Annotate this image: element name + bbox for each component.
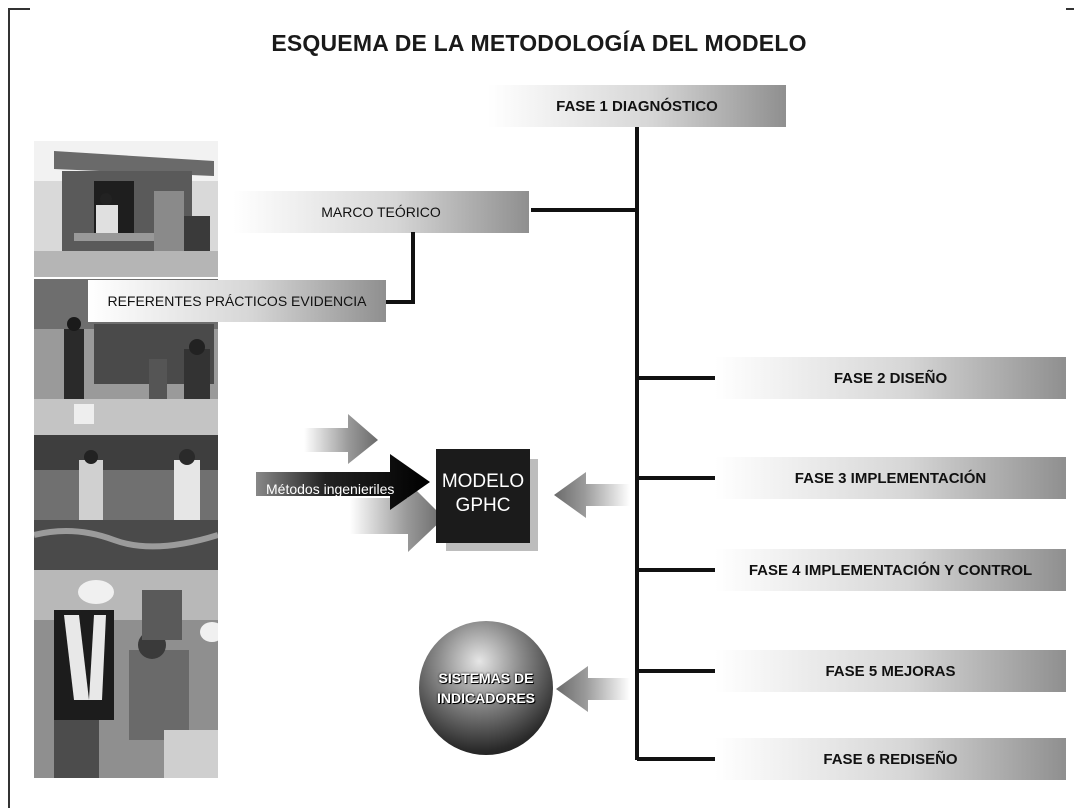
fase-5-label: FASE 5 MEJORAS: [825, 662, 956, 680]
fase-3-box: FASE 3 IMPLEMENTACIÓN: [715, 457, 1066, 499]
referentes-label: REFERENTES PRÁCTICOS EVIDENCIA: [107, 293, 367, 309]
marco-teorico-label: MARCO TEÓRICO: [321, 204, 441, 220]
frame-top-right-tick: [1066, 8, 1074, 10]
sistemas-line-2: INDICADORES: [436, 690, 535, 706]
connector-fase-6: [637, 757, 715, 761]
fase-5-box: FASE 5 MEJORAS: [715, 650, 1066, 692]
modelo-line-2: GPHC: [455, 495, 511, 516]
metodos-label: Métodos ingenieriles: [266, 481, 395, 497]
main-spine: [635, 127, 639, 760]
diagram-title: ESQUEMA DE LA METODOLOGÍA DEL MODELO: [271, 30, 807, 56]
fase-6-box: FASE 6 REDISEÑO: [715, 738, 1066, 780]
arrow-metodos: [256, 454, 430, 510]
marco-teorico-box: MARCO TEÓRICO: [233, 191, 529, 233]
fase-2-box: FASE 2 DISEÑO: [715, 357, 1066, 399]
connector-fase-2: [637, 376, 715, 380]
fase-4-label: FASE 4 IMPLEMENTACIÓN Y CONTROL: [748, 561, 1033, 579]
fase-2-label: FASE 2 DISEÑO: [833, 369, 948, 387]
sistemas-indicadores-sphere: SISTEMAS DE INDICADORES: [419, 621, 553, 755]
connector-fase-4: [637, 568, 715, 572]
arrow-spine-to-modelo: [554, 472, 630, 518]
connector-fase-3: [637, 476, 715, 480]
modelo-line-1: MODELO: [441, 471, 525, 492]
referentes-box: REFERENTES PRÁCTICOS EVIDENCIA: [88, 280, 386, 322]
arrow-bottom: [350, 482, 444, 552]
arrow-top: [304, 414, 378, 464]
fase-1-label: FASE 1 DIAGNÓSTICO: [556, 97, 718, 115]
connector-fase-5: [637, 669, 715, 673]
fase-4-box: FASE 4 IMPLEMENTACIÓN Y CONTROL: [715, 549, 1066, 591]
photo-informal-dwelling: [34, 141, 218, 277]
fase-6-label: FASE 6 REDISEÑO: [823, 750, 958, 768]
arrow-spine-to-sistemas: [556, 666, 630, 712]
sistemas-line-1: SISTEMAS DE: [438, 670, 534, 686]
frame-left-border: [8, 8, 10, 808]
connector-referentes-horizontal: [386, 300, 415, 304]
fase-1-box: FASE 1 DIAGNÓSTICO: [488, 85, 786, 127]
photo-garden-work: [34, 435, 218, 570]
arrows-into-modelo: [256, 414, 444, 552]
frame-top-left-tick: [8, 8, 30, 10]
connector-marco-to-main: [531, 208, 639, 212]
connector-referentes-vertical: [411, 232, 415, 304]
modelo-gphc-box: MODELO GPHC: [436, 449, 530, 543]
photo-workers-safety-vests: [34, 570, 218, 778]
fase-3-label: FASE 3 IMPLEMENTACIÓN: [794, 469, 987, 487]
